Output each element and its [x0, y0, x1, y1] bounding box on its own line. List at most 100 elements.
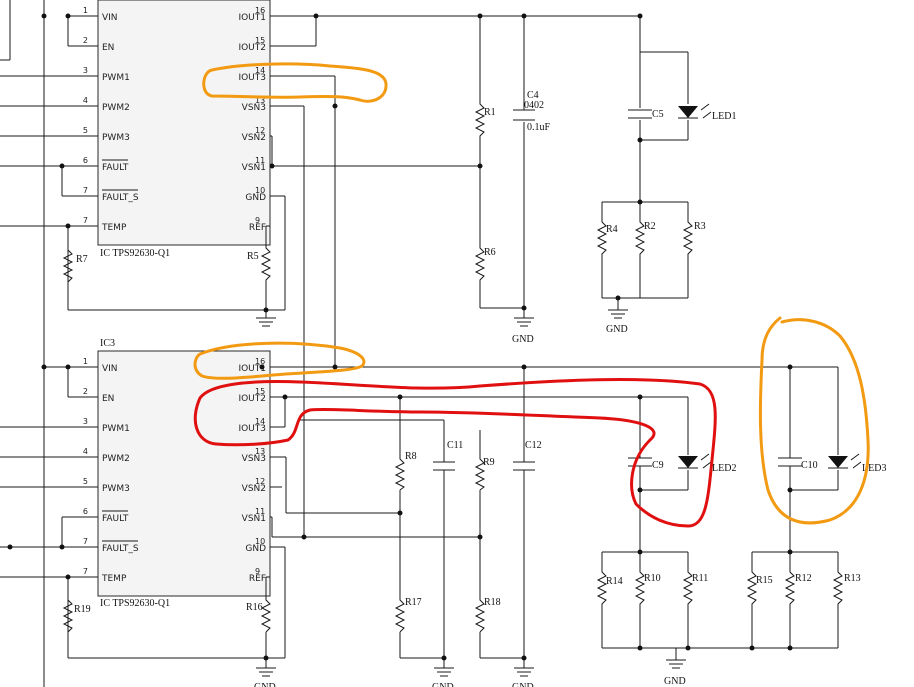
resistor-r5: R5	[247, 245, 272, 282]
ic-bottom-body	[97, 350, 271, 597]
ground-symbol-1	[256, 317, 276, 327]
resistor-r14: R14	[596, 568, 623, 612]
ic-top-pin-num-10: 10	[255, 186, 265, 195]
ic-top-pin-num-7b: 7	[83, 216, 88, 225]
r1-label: R1	[484, 107, 496, 118]
r7-label: R7	[76, 254, 88, 265]
capacitor-c12: C12	[513, 440, 542, 471]
ic-top-pin-ref: REF	[249, 223, 266, 233]
r2-label: R2	[644, 221, 656, 232]
ic-bottom-pin-vsn2: VSN2	[242, 484, 266, 494]
resistor-r9: R9	[474, 455, 495, 491]
ic-top-pin-num-14: 14	[255, 66, 265, 75]
led3-icon: LED3	[828, 453, 886, 474]
top-net-dots	[263, 13, 643, 370]
ground-symbol-7: GND	[664, 659, 686, 687]
r12-label: R12	[795, 573, 812, 584]
r16-label: R16	[246, 602, 263, 613]
ic-top-pin-pwm1: PWM1	[102, 73, 130, 83]
orange-annotation-led3-loop	[758, 316, 870, 525]
r5-label: R5	[247, 251, 259, 262]
c12-label: C12	[525, 440, 542, 451]
ic-top-pin-num-4: 4	[83, 96, 88, 105]
resistor-r1: R1	[474, 100, 496, 140]
ic-bottom-pin-num-10: 10	[255, 537, 265, 546]
ic-bottom: IC3 1 VIN 2 EN 3 PWM1 4 PWM2 5 PWM3	[0, 338, 790, 609]
c4-value: 0.1uF	[527, 122, 551, 133]
resistor-r12: R12	[784, 568, 812, 612]
ic-top-pin-num-6: 6	[83, 156, 88, 165]
r3-label: R3	[694, 221, 706, 232]
ic-bottom-pin-num-11: 11	[255, 507, 265, 516]
bottom-net-wires	[265, 366, 839, 668]
ic-top-pin-iout2: IOUT2	[238, 43, 266, 53]
ground-symbol-4: GND	[254, 667, 276, 687]
ic-top-pin-num-13: 13	[255, 96, 265, 105]
ic-bottom-pin-gnd: GND	[245, 544, 266, 554]
ic-top-body	[97, 0, 271, 246]
capacitor-c4: C4 0402 0.1uF	[513, 90, 551, 133]
r8-label: R8	[405, 451, 417, 462]
r18-label: R18	[484, 597, 501, 608]
r15-label: R15	[756, 575, 773, 586]
ic-bottom-pin-fault-s: FAULT_S	[102, 544, 139, 554]
orange-annotation-iout3-top	[202, 62, 388, 103]
c4-size: 0402	[524, 100, 544, 111]
led1-label: LED1	[712, 111, 736, 122]
top-net-wires	[265, 15, 689, 537]
resistor-r17: R17	[394, 596, 422, 633]
ic-top-part-name: IC TPS92630-Q1	[100, 248, 170, 259]
ic-top-pin-fault: FAULT	[102, 163, 129, 173]
capacitor-c11: C11	[433, 440, 463, 471]
capacitor-c5: C5	[628, 109, 664, 120]
ic-bottom-pin-pwm3: PWM3	[102, 484, 130, 494]
r19-label: R19	[74, 604, 91, 615]
ic-top-pin-num-16: 16	[255, 6, 265, 15]
r10-label: R10	[644, 573, 661, 584]
red-annotation-iout2-iout3-led2	[193, 378, 717, 528]
ic-bottom-pin-pwm1: PWM1	[102, 424, 130, 434]
c9-label: C9	[652, 460, 664, 471]
c11-label: C11	[447, 440, 463, 451]
resistor-r3: R3	[682, 218, 706, 262]
ground-symbol-5: GND	[432, 667, 454, 687]
ic-bottom-pin-num-5: 5	[83, 477, 88, 486]
resistor-r4: R4	[596, 218, 618, 262]
ic-bottom-pin-num-15: 15	[255, 387, 265, 396]
capacitor-c9: C9	[628, 457, 664, 471]
ic-top-pin-pwm2: PWM2	[102, 103, 130, 113]
ic-top-pin-num-3: 3	[83, 66, 88, 75]
ic-top-pin-num-5: 5	[83, 126, 88, 135]
ic-bottom-pin-vsn3: VSN3	[242, 454, 266, 464]
ic-bottom-pin-num-4: 4	[83, 447, 88, 456]
ic-bottom-pin-num-12: 12	[255, 477, 265, 486]
ic-bottom-ref: IC3	[100, 338, 115, 349]
ic-bottom-pin-num-6: 6	[83, 507, 88, 516]
ic-bottom-pin-ref: REF	[249, 574, 266, 584]
resistor-r19: R19	[62, 596, 91, 640]
ic-bottom-pin-iout3: IOUT3	[238, 424, 266, 434]
gnd-label-6: GND	[512, 682, 534, 687]
ic-top: 1 VIN 2 EN 3 PWM1 4 PWM2 5 PWM3 6 FAULT …	[0, 0, 480, 259]
c10-label: C10	[801, 460, 818, 471]
ic-top-pin-gnd: GND	[245, 193, 266, 203]
gnd-label-3: GND	[606, 324, 628, 335]
orange-annotation-iout1-bottom	[193, 341, 366, 380]
ic-top-pin-num-15: 15	[255, 36, 265, 45]
ic-top-pin-fault-s: FAULT_S	[102, 193, 139, 203]
capacitor-c10: C10	[778, 457, 818, 471]
ic-top-pin-vin: VIN	[102, 13, 118, 23]
ground-symbol-2: GND	[512, 317, 534, 345]
ic-top-pin-iout1: IOUT1	[238, 13, 266, 23]
left-bus-wires	[0, 0, 266, 687]
resistor-r10: R10	[634, 568, 661, 612]
gnd-label-2: GND	[512, 334, 534, 345]
ic-top-pin-pwm3: PWM3	[102, 133, 130, 143]
ic-bottom-pin-pwm2: PWM2	[102, 454, 130, 464]
r13-label: R13	[844, 573, 861, 584]
left-bus-dots	[7, 13, 71, 580]
resistor-r11: R11	[682, 568, 708, 612]
ic-bottom-pin-iout2: IOUT2	[238, 394, 266, 404]
bottom-net-dots	[259, 364, 793, 661]
